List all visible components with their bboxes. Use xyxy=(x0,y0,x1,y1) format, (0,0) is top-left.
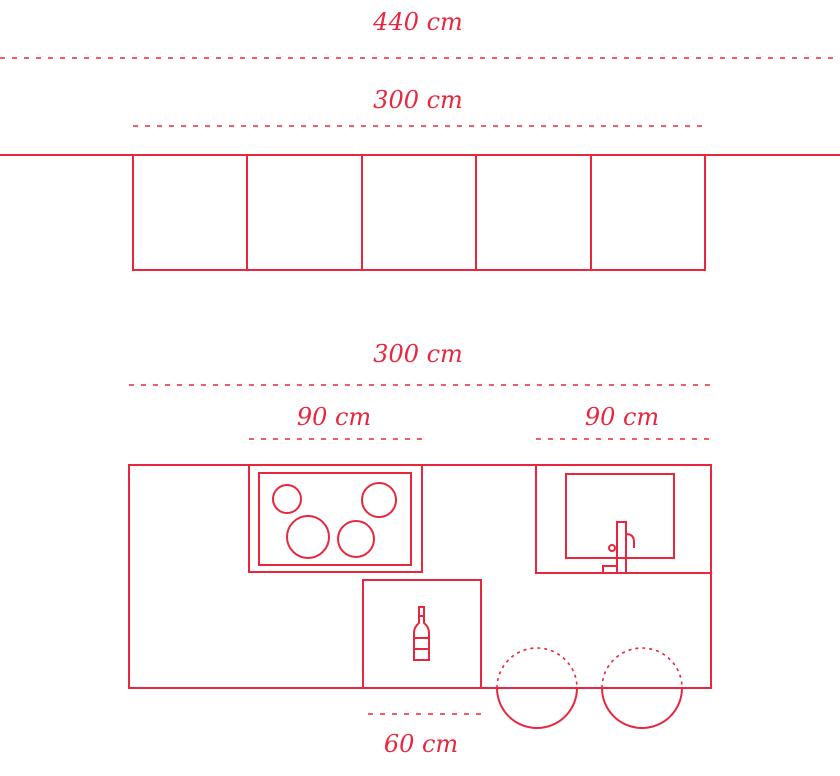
sink-icon xyxy=(535,464,712,574)
wall-cabinet-4 xyxy=(475,154,592,271)
burner-front-left xyxy=(286,515,330,559)
burner-front-right xyxy=(337,520,375,558)
sink-unit xyxy=(535,464,712,574)
dishwasher-unit xyxy=(362,579,482,689)
sink-basin xyxy=(565,473,675,559)
hob-width-label: 90 cm xyxy=(297,403,371,431)
bottle-body xyxy=(413,616,430,661)
stool-1-hidden xyxy=(496,647,578,689)
hob-glass xyxy=(258,472,412,566)
wall-cabinet-2 xyxy=(246,154,363,271)
burner-back-right xyxy=(361,482,397,518)
wall-cabinets xyxy=(132,154,706,271)
base-units-width-label: 300 cm xyxy=(373,340,463,368)
bottle-icon xyxy=(413,606,430,661)
wall-cabinet-3 xyxy=(361,154,477,271)
dishwasher-width-label: 60 cm xyxy=(384,730,458,758)
faucet-icon xyxy=(602,521,635,574)
counter-outline xyxy=(128,464,712,689)
wall-cabinet-1 xyxy=(132,154,248,271)
cooktop-icon xyxy=(248,464,423,573)
stool-icon xyxy=(496,647,683,729)
faucet-spout xyxy=(616,521,627,574)
faucet-knob xyxy=(608,544,616,552)
total-width-label: 440 cm xyxy=(372,8,463,36)
stool-1 xyxy=(496,687,578,729)
faucet-handle xyxy=(625,533,635,548)
stool-2 xyxy=(601,687,683,729)
stool-2-hidden xyxy=(601,647,683,689)
wall-units-width-label: 300 cm xyxy=(373,86,463,114)
hob-unit xyxy=(248,464,423,573)
faucet-base xyxy=(602,565,618,574)
wall-cabinet-5 xyxy=(590,154,706,271)
sink-width-label: 90 cm xyxy=(585,403,659,431)
burner-back-left xyxy=(272,484,302,514)
bottle-cap xyxy=(418,606,425,617)
